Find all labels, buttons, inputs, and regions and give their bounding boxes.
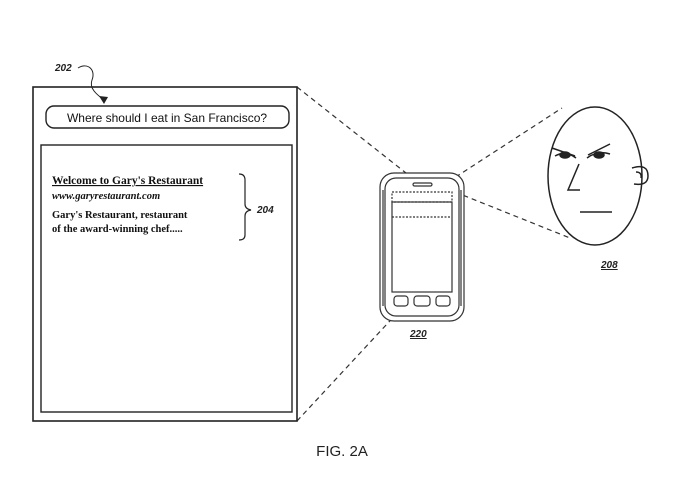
right-pupil-icon (593, 151, 605, 159)
ref-leader-202 (77, 65, 105, 101)
ear-icon (631, 165, 649, 186)
search-query-box[interactable] (45, 105, 290, 129)
sight-line-upper (447, 107, 563, 183)
right-eyebrow-icon (587, 143, 611, 156)
nose-icon (566, 163, 580, 191)
device-earpiece (412, 182, 433, 187)
device-bezel (384, 177, 460, 317)
search-query-text: Where should I eat in San Francisco? (67, 111, 267, 125)
sight-line-lower (454, 191, 571, 239)
device-body (379, 172, 465, 322)
enlarged-display: 202 Where should I eat in San Francisco?… (32, 63, 298, 422)
projection-line-top (296, 86, 426, 189)
device-button-left (393, 295, 409, 307)
face-outline (547, 106, 643, 246)
ear-inner-icon (635, 171, 642, 179)
device-button-center (413, 295, 431, 307)
result-snippet-line-2: of the award-winning chef..... (52, 224, 183, 235)
device-screen (391, 201, 453, 293)
mobile-device (379, 172, 465, 322)
ref-label-202: 202 (54, 63, 72, 74)
ref-label-220: 220 (409, 329, 427, 340)
figure-caption: FIG. 2A (316, 443, 368, 460)
result-title[interactable]: Welcome to Gary's Restaurant (52, 175, 203, 187)
projection-line-bottom (296, 309, 401, 422)
ref-label-204: 204 (256, 205, 274, 216)
face (547, 106, 649, 246)
result-brace (238, 173, 252, 241)
result-snippet-line-1: Gary's Restaurant, restaurant (52, 210, 188, 221)
result-url[interactable]: www.garyrestaurant.com (52, 191, 160, 202)
projection-lines (296, 86, 571, 422)
left-pupil-icon (559, 151, 571, 159)
results-panel (40, 144, 293, 413)
ref-arrowhead-202 (99, 96, 108, 104)
ref-label-208: 208 (600, 260, 618, 271)
device-button-right (435, 295, 451, 307)
